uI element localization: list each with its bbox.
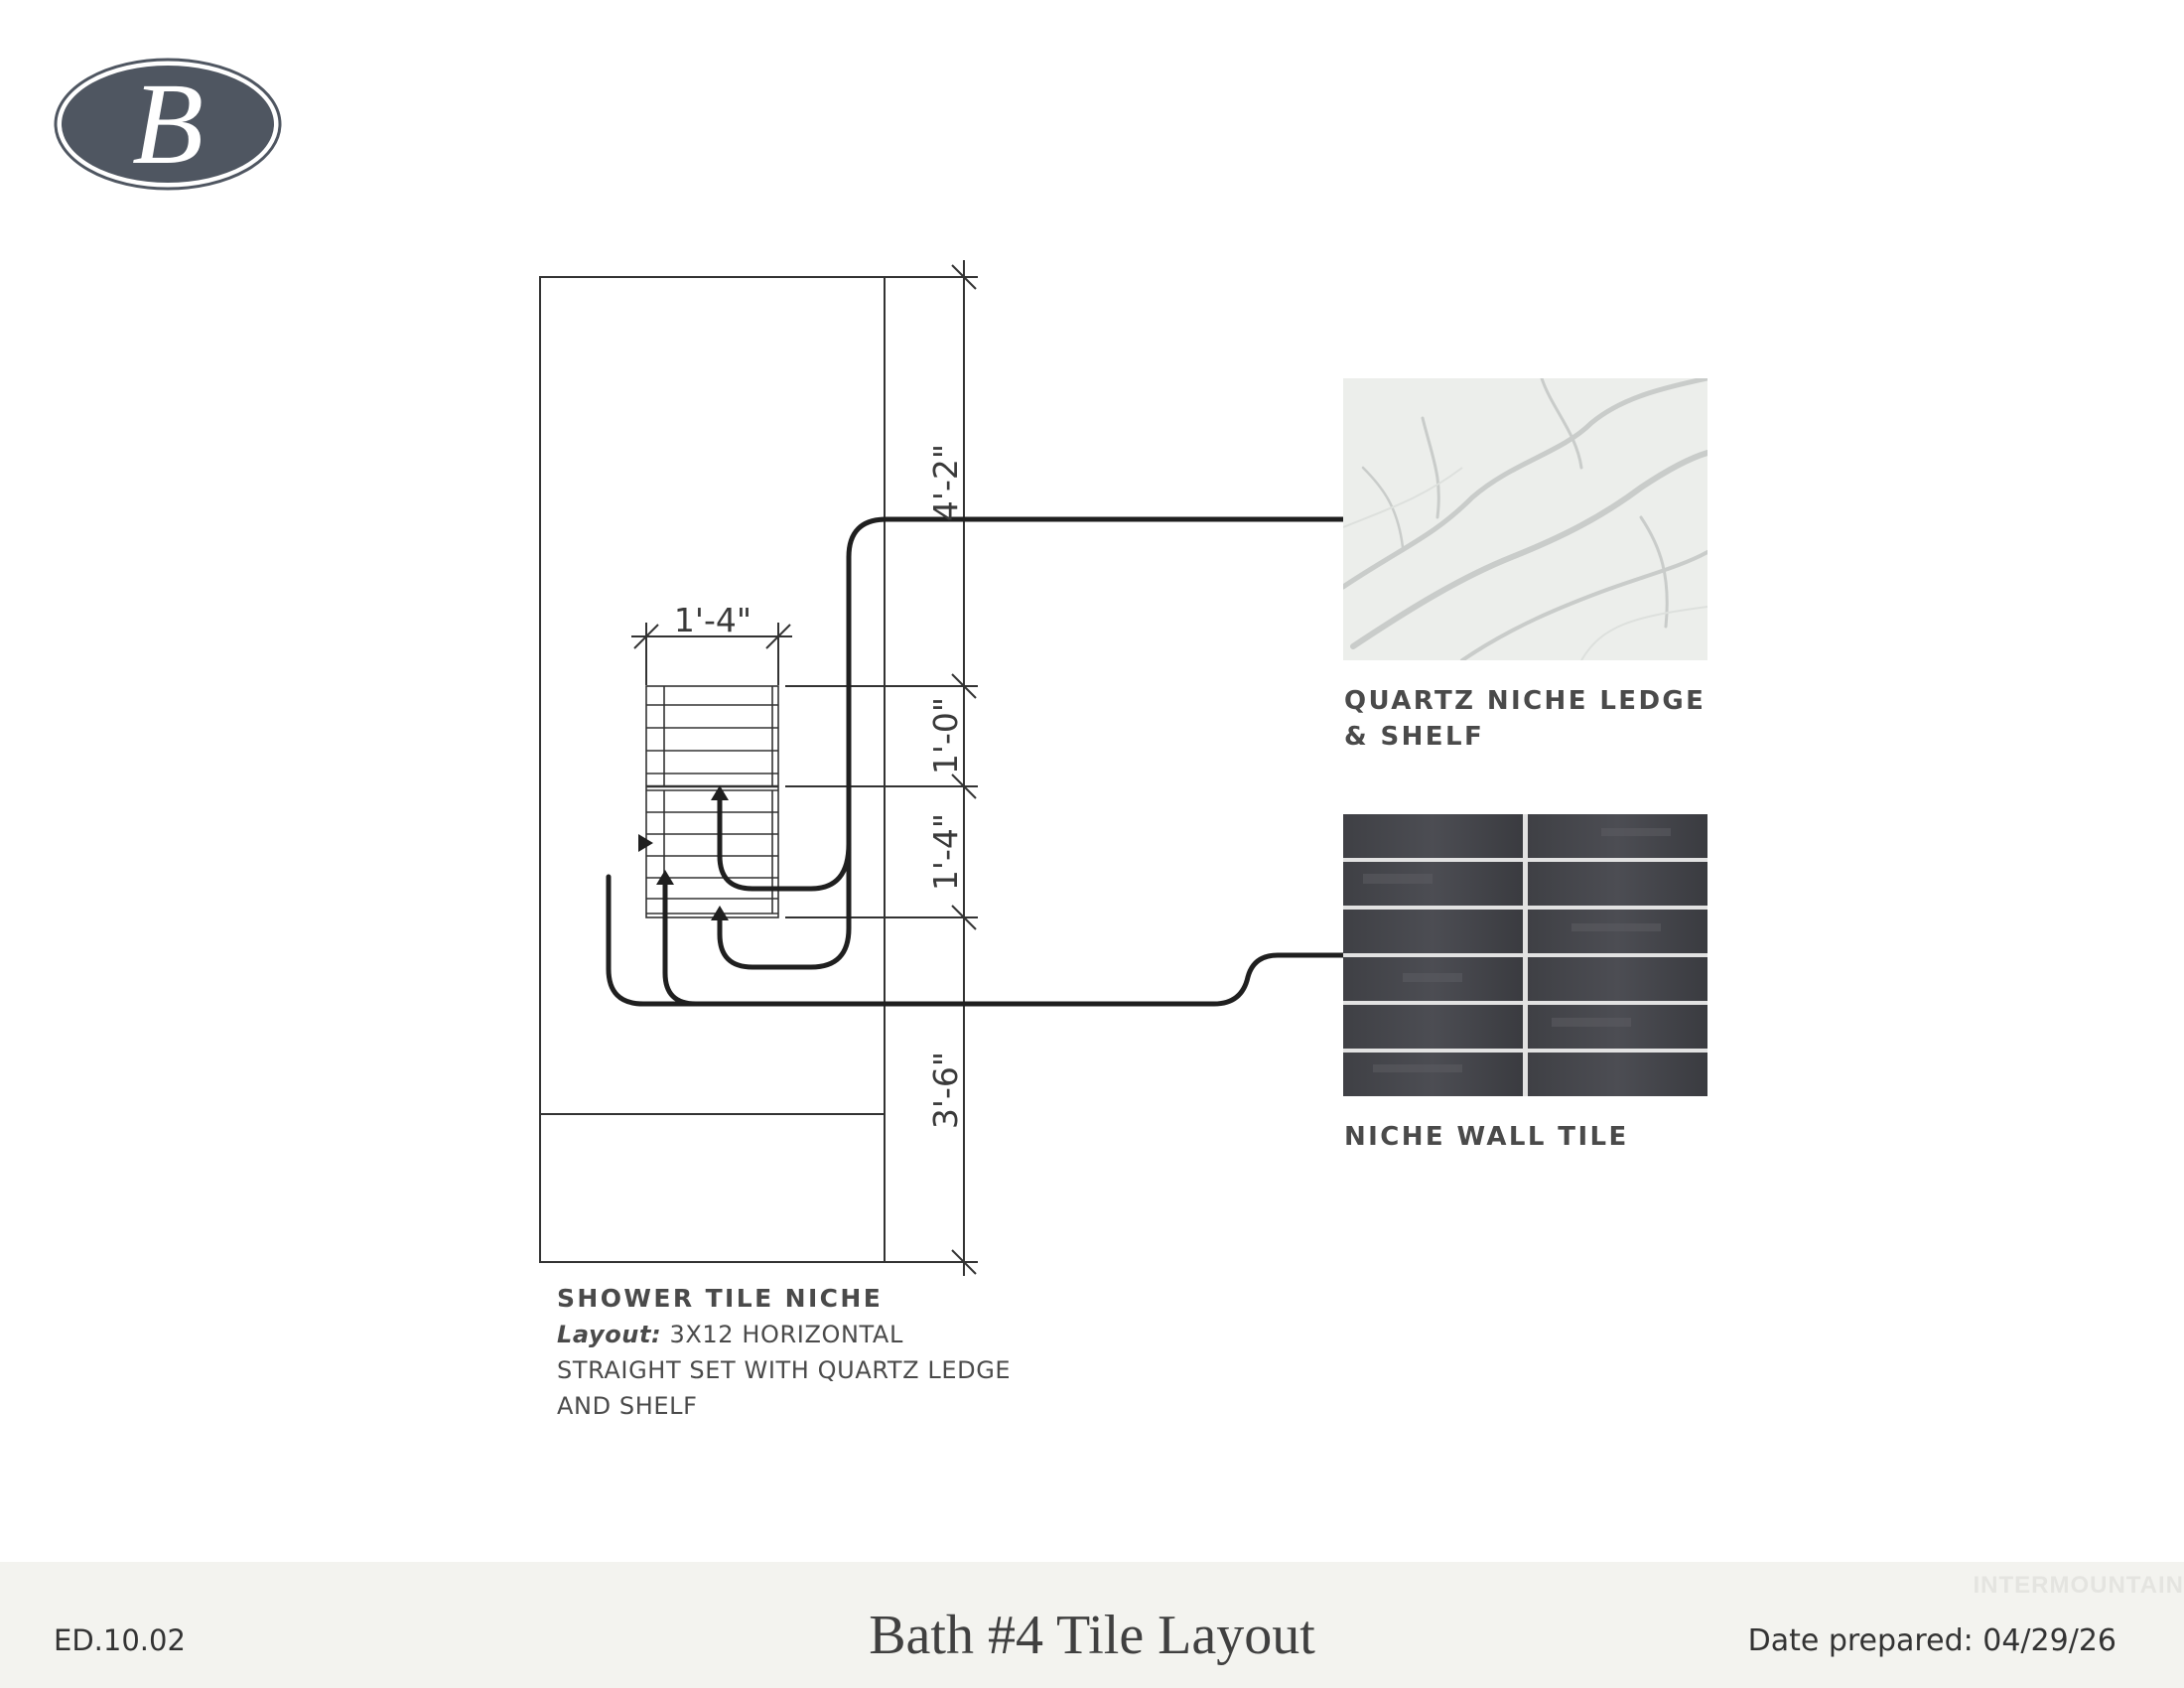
leader-arrowheads — [638, 785, 729, 920]
quartz-label: QUARTZ NICHE LEDGE & SHELF — [1344, 686, 1706, 752]
sheet-code: ED.10.02 — [54, 1623, 186, 1657]
niche-notes: SHOWER TILE NICHE Layout: 3X12 HORIZONTA… — [557, 1281, 1014, 1424]
footer-bar: INTERMOUNTAIN ED.10.02 Bath #4 Tile Layo… — [0, 1562, 2184, 1688]
dim-niche-width: 1'-4" — [674, 601, 751, 639]
niche-title: SHOWER TILE NICHE — [557, 1284, 884, 1313]
wall-tile-swatch — [1343, 814, 1707, 1096]
layout-label: Layout: — [557, 1321, 662, 1348]
niche-description: Layout: 3X12 HORIZONTAL STRAIGHT SET WIT… — [557, 1317, 1014, 1424]
wall-tile-label: NICHE WALL TILE — [1344, 1122, 1629, 1152]
dim-niche-lower: 1'-4" — [926, 813, 965, 891]
wall-outline — [539, 276, 886, 1263]
niche-tile-grid — [645, 685, 779, 918]
quartz-swatch — [1343, 378, 1707, 660]
tile-leader-lines — [606, 874, 1346, 1007]
date-prepared: Date prepared: 04/29/26 — [1747, 1623, 2116, 1658]
dim-upper-wall: 4'-2" — [926, 444, 965, 521]
layout-text: 3X12 HORIZONTAL STRAIGHT SET WITH QUARTZ… — [557, 1321, 1012, 1420]
watermark: INTERMOUNTAIN — [1973, 1572, 2184, 1599]
quartz-leader-lines — [717, 516, 1346, 970]
company-logo: B — [54, 58, 282, 191]
dim-lower-wall: 3'-6" — [926, 1052, 965, 1129]
logo-letter: B — [132, 59, 204, 189]
sheet-title: Bath #4 Tile Layout — [869, 1605, 1315, 1666]
dim-niche-upper: 1'-0" — [926, 697, 965, 774]
